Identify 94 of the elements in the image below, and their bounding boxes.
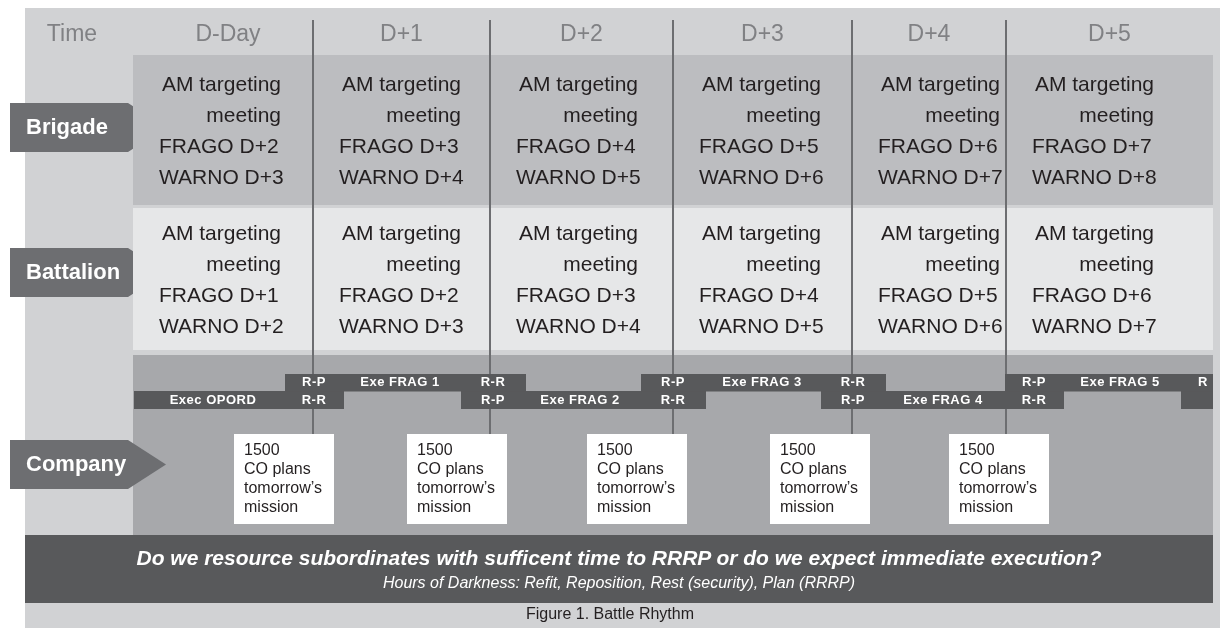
day-header: D+5 xyxy=(1088,19,1131,47)
schedule-text: WARNO D+6 xyxy=(699,164,824,190)
note-text: 1500 xyxy=(780,440,817,459)
timeline-label: Exe FRAG 2 xyxy=(540,392,620,408)
schedule-text: WARNO D+7 xyxy=(1032,313,1157,339)
timeline-label: R xyxy=(1198,374,1208,390)
timeline-label: R-R xyxy=(660,392,686,408)
schedule-text: WARNO D+3 xyxy=(159,164,284,190)
note-box xyxy=(949,434,1049,524)
schedule-text: WARNO D+4 xyxy=(339,164,464,190)
schedule-text: AM targeting meeting xyxy=(340,220,461,277)
question-banner xyxy=(25,535,1213,603)
day-header: D+4 xyxy=(907,19,951,47)
timeline-label: Exe FRAG 5 xyxy=(1080,374,1160,390)
note-text: 1500 xyxy=(244,440,281,459)
note-text: CO plans tomorrow’s mission xyxy=(417,459,496,516)
schedule-text: FRAGO D+2 xyxy=(339,282,459,308)
schedule-text: WARNO D+5 xyxy=(699,313,824,339)
schedule-cell xyxy=(313,208,490,350)
question-text: Do we resource subordinates with sufficent time to RRRP or do we expect immediate execution? xyxy=(136,545,1102,571)
schedule-text: FRAGO D+6 xyxy=(878,133,998,159)
timeline-label: R-R xyxy=(1021,392,1047,408)
timeline-label: R-R xyxy=(301,392,327,408)
schedule-text: FRAGO D+1 xyxy=(159,282,279,308)
note-box xyxy=(770,434,870,524)
schedule-cell xyxy=(673,208,852,350)
schedule-text: WARNO D+6 xyxy=(878,313,1003,339)
schedule-text: FRAGO D+3 xyxy=(516,282,636,308)
schedule-text: AM targeting meeting xyxy=(340,71,461,128)
schedule-text: FRAGO D+3 xyxy=(339,133,459,159)
schedule-text: FRAGO D+7 xyxy=(1032,133,1152,159)
timeline-label: Exe FRAG 3 xyxy=(722,374,802,390)
schedule-text: WARNO D+8 xyxy=(1032,164,1157,190)
schedule-text: WARNO D+4 xyxy=(516,313,641,339)
timeline-label: R-P xyxy=(661,374,685,390)
schedule-cell xyxy=(313,55,490,205)
schedule-text: FRAGO D+5 xyxy=(699,133,819,159)
note-text: 1500 xyxy=(597,440,634,459)
axis-title: Time xyxy=(46,19,98,47)
schedule-cell xyxy=(852,208,1006,350)
schedule-text: FRAGO D+5 xyxy=(878,282,998,308)
schedule-cell xyxy=(1006,55,1213,205)
note-box xyxy=(587,434,687,524)
schedule-text: FRAGO D+6 xyxy=(1032,282,1152,308)
timeline-label: R-R xyxy=(840,374,866,390)
schedule-text: AM targeting meeting xyxy=(700,71,821,128)
timeline-label: R-P xyxy=(481,392,505,408)
schedule-cell xyxy=(1006,208,1213,350)
schedule-text: FRAGO D+4 xyxy=(516,133,636,159)
schedule-text: AM targeting meeting xyxy=(879,220,1000,277)
schedule-text: WARNO D+5 xyxy=(516,164,641,190)
figure-caption: Figure 1. Battle Rhythm xyxy=(525,604,695,624)
row-label: Brigade xyxy=(26,113,108,141)
day-header: D-Day xyxy=(195,19,261,47)
schedule-text: AM targeting meeting xyxy=(700,220,821,277)
note-text: CO plans tomorrow’s mission xyxy=(959,459,1038,516)
timeline-label: R-P xyxy=(841,392,865,408)
note-box xyxy=(234,434,334,524)
schedule-text: AM targeting meeting xyxy=(160,220,281,277)
schedule-text: WARNO D+3 xyxy=(339,313,464,339)
day-header: D+2 xyxy=(560,19,603,47)
row-label: Battalion xyxy=(26,258,121,286)
schedule-text: WARNO D+7 xyxy=(878,164,1003,190)
schedule-text: AM targeting meeting xyxy=(160,71,281,128)
schedule-text: AM targeting meeting xyxy=(1033,220,1154,277)
schedule-cell xyxy=(490,55,673,205)
schedule-text: FRAGO D+2 xyxy=(159,133,279,159)
timeline-label: Exe FRAG 1 xyxy=(360,374,440,390)
schedule-cell xyxy=(133,208,313,350)
note-text: CO plans tomorrow’s mission xyxy=(597,459,676,516)
timeline-label: Exec OPORD xyxy=(169,392,257,408)
schedule-text: AM targeting meeting xyxy=(517,71,638,128)
note-box xyxy=(407,434,507,524)
note-text: CO plans tomorrow’s mission xyxy=(780,459,859,516)
timeline-label: R-P xyxy=(1022,374,1046,390)
note-text: CO plans tomorrow’s mission xyxy=(244,459,323,516)
note-text: 1500 xyxy=(417,440,454,459)
timeline-label: Exe FRAG 4 xyxy=(903,392,983,408)
day-header: D+3 xyxy=(741,19,784,47)
schedule-cell xyxy=(490,208,673,350)
schedule-text: WARNO D+2 xyxy=(159,313,284,339)
schedule-text: FRAGO D+4 xyxy=(699,282,819,308)
note-text: 1500 xyxy=(959,440,996,459)
schedule-text: AM targeting meeting xyxy=(517,220,638,277)
schedule-text: AM targeting meeting xyxy=(1033,71,1154,128)
schedule-cell xyxy=(133,55,313,205)
day-header: D+1 xyxy=(380,19,423,47)
schedule-cell xyxy=(673,55,852,205)
schedule-text: AM targeting meeting xyxy=(879,71,1000,128)
timeline-label: R-P xyxy=(302,374,326,390)
row-label: Company xyxy=(26,450,127,478)
note-text: Hours of Darkness: Refit, Reposition, Rest (security), Plan (RRRP) xyxy=(382,573,856,593)
schedule-cell xyxy=(852,55,1006,205)
timeline-label: R-R xyxy=(480,374,506,390)
